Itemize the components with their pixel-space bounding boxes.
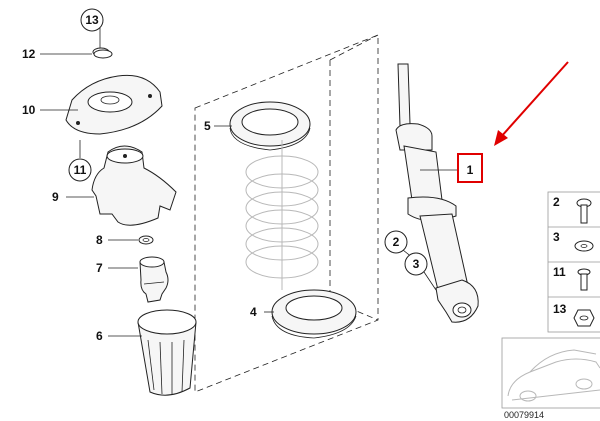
hardware-legend: 2 3 11 13: [547, 191, 600, 333]
callout-10[interactable]: 10: [22, 103, 36, 117]
part-5-upper-spring-pad[interactable]: [229, 101, 311, 151]
washer-icon: [574, 240, 594, 252]
callout-5[interactable]: 5: [204, 119, 211, 133]
image-ref-number: 00079914: [504, 410, 544, 420]
callout-12[interactable]: 12: [22, 47, 36, 61]
part-9-bump-cap[interactable]: [91, 145, 177, 226]
callout-13-text: 13: [85, 13, 99, 27]
part-4-lower-spring-pad[interactable]: [271, 289, 357, 339]
bolt-icon: [576, 198, 592, 224]
legend-item-13: 13: [553, 302, 567, 316]
callout-13[interactable]: 13: [80, 8, 104, 32]
callout-7[interactable]: 7: [96, 261, 103, 275]
callout-11-text: 11: [74, 163, 87, 177]
callout-9[interactable]: 9: [52, 190, 59, 204]
spring-group-frame: [194, 34, 379, 393]
callout-1-text: 1: [467, 163, 474, 177]
legend-item-3: 3: [553, 230, 560, 244]
nut-icon: [573, 309, 595, 327]
vehicle-thumbnail: [501, 337, 600, 409]
callout-2-text: 2: [393, 235, 400, 249]
callout-6[interactable]: 6: [96, 329, 103, 343]
part-12-washer[interactable]: [93, 49, 113, 59]
callout-8[interactable]: 8: [96, 233, 103, 247]
callout-2[interactable]: 2: [384, 230, 408, 254]
part-7-bump-stop[interactable]: [139, 256, 169, 303]
shock-group-frame: [329, 34, 379, 321]
part-1-shock-absorber[interactable]: [395, 63, 479, 323]
legend-item-11: 11: [553, 265, 566, 279]
part-8-ring[interactable]: [138, 235, 154, 245]
part-6-protection-tube[interactable]: [137, 309, 197, 396]
part-10-strut-mount[interactable]: [65, 74, 163, 135]
legend-item-2: 2: [553, 195, 560, 209]
red-arrow-icon: [494, 61, 569, 146]
coil-spring[interactable]: [245, 140, 319, 290]
callout-3-text: 3: [413, 257, 420, 271]
callout-1[interactable]: 1: [457, 153, 483, 183]
callout-4[interactable]: 4: [250, 305, 257, 319]
callout-11[interactable]: 11: [68, 158, 92, 182]
screw-icon: [577, 268, 591, 291]
callout-3[interactable]: 3: [404, 252, 428, 276]
